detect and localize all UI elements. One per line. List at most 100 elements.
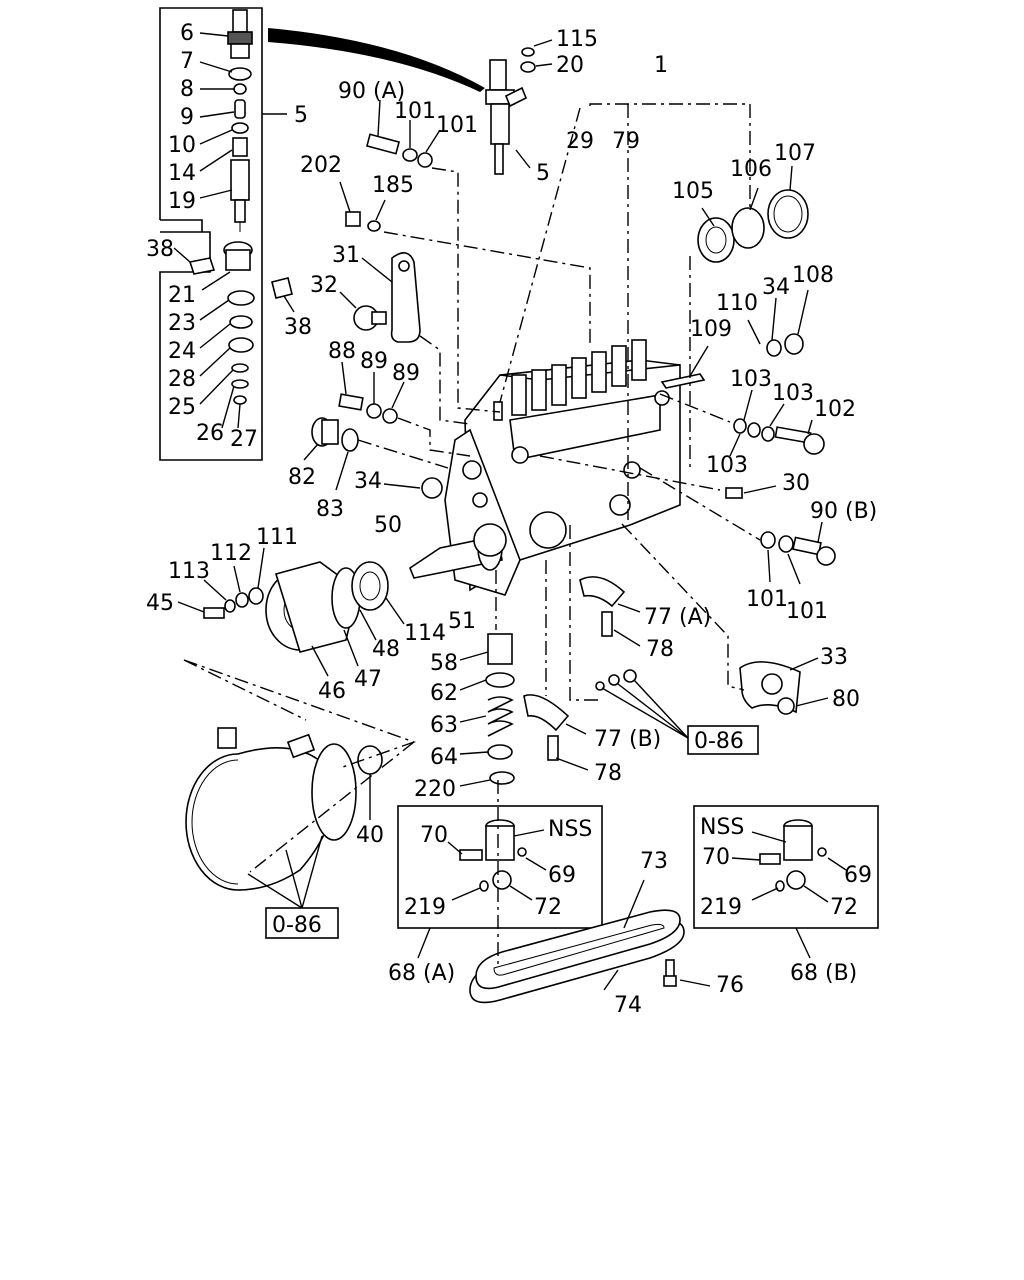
- camshaft: [409, 523, 507, 579]
- callout-labels: 6 7 8 9 10 14 19 5 38 21 23 24 28 25 26 …: [146, 21, 877, 1018]
- label-219-b: 219: [700, 895, 742, 920]
- bolt-102: [729, 389, 825, 457]
- label-68a: 68 (A): [388, 961, 455, 986]
- bolt-90b: [760, 521, 836, 585]
- label-68b: 68 (B): [790, 961, 857, 986]
- label-103-c: 103: [706, 453, 748, 478]
- label-10: 10: [168, 133, 196, 158]
- inset-68a-parts: [417, 819, 547, 959]
- bolt-202: [339, 181, 386, 232]
- coupling-46-47-48-114: [265, 561, 405, 677]
- label-21: 21: [168, 283, 196, 308]
- part-108-34-110: [747, 289, 809, 357]
- reference-label-right: 0-86: [694, 729, 744, 754]
- nozzle-parts-inset: [159, 7, 287, 461]
- label-110: 110: [716, 291, 758, 316]
- alignment-lines: [183, 103, 761, 966]
- plug-34-left: [383, 477, 443, 499]
- reference-box-0-86-left: [265, 907, 339, 939]
- tappet-stack: [459, 633, 515, 787]
- label-5-top: 5: [536, 161, 550, 186]
- label-9: 9: [180, 105, 194, 130]
- label-69-b: 69: [844, 863, 872, 888]
- label-89-a: 89: [360, 349, 388, 374]
- label-103-b: 103: [772, 381, 814, 406]
- label-6: 6: [180, 21, 194, 46]
- label-28: 28: [168, 367, 196, 392]
- label-78-a: 78: [646, 637, 674, 662]
- label-nss-b: NSS: [700, 815, 744, 840]
- label-5-inset: 5: [294, 103, 308, 128]
- bracket-38-right: [271, 277, 295, 313]
- label-20: 20: [556, 53, 584, 78]
- bolt-76: [663, 959, 711, 987]
- label-34-left: 34: [354, 469, 382, 494]
- label-51: 51: [448, 609, 476, 634]
- label-78-b: 78: [594, 761, 622, 786]
- label-69-a: 69: [548, 863, 576, 888]
- label-32: 32: [310, 273, 338, 298]
- inset-68b-box: [693, 805, 879, 929]
- label-45: 45: [146, 591, 174, 616]
- cap-82: [303, 417, 359, 491]
- label-33: 33: [820, 645, 848, 670]
- reference-label-left: 0-86: [272, 913, 322, 938]
- label-102: 102: [814, 397, 856, 422]
- label-62: 62: [430, 681, 458, 706]
- adjust-32: [339, 291, 387, 331]
- label-108: 108: [792, 263, 834, 288]
- lever-109: [660, 345, 709, 389]
- inset-68a-box: [397, 805, 603, 929]
- inset-68b-parts: [731, 819, 847, 959]
- injection-nozzle-holder: [485, 39, 553, 175]
- label-103-a: 103: [730, 367, 772, 392]
- label-89-b: 89: [392, 361, 420, 386]
- label-73: 73: [640, 849, 668, 874]
- label-74: 74: [614, 993, 642, 1018]
- label-112: 112: [210, 541, 252, 566]
- label-185: 185: [372, 173, 414, 198]
- label-64: 64: [430, 745, 458, 770]
- bolt-88: [338, 361, 405, 424]
- label-115: 115: [556, 27, 598, 52]
- gasket-cover-73-74: [469, 879, 685, 1004]
- label-72-b: 72: [830, 895, 858, 920]
- label-1: 1: [654, 53, 668, 78]
- delivery-valve-holders: [511, 339, 647, 416]
- label-nss-a: NSS: [548, 817, 592, 842]
- label-23: 23: [168, 311, 196, 336]
- label-106: 106: [730, 157, 772, 182]
- label-29: 29: [566, 129, 594, 154]
- bracket-77a: [579, 576, 641, 647]
- label-80: 80: [832, 687, 860, 712]
- label-58: 58: [430, 651, 458, 676]
- label-79: 79: [612, 129, 640, 154]
- label-7: 7: [180, 49, 194, 74]
- label-38-right: 38: [284, 315, 312, 340]
- label-14: 14: [168, 161, 196, 186]
- washer-group-0-86: [595, 669, 689, 739]
- label-219-a: 219: [404, 895, 446, 920]
- label-27: 27: [230, 427, 258, 452]
- label-77a: 77 (A): [644, 605, 711, 630]
- label-105: 105: [672, 179, 714, 204]
- label-30: 30: [782, 471, 810, 496]
- label-202: 202: [300, 153, 342, 178]
- label-46: 46: [318, 679, 346, 704]
- reference-box-0-86-right: [687, 725, 759, 755]
- label-88: 88: [328, 339, 356, 364]
- label-83: 83: [316, 497, 344, 522]
- label-70-a: 70: [420, 823, 448, 848]
- label-38-left: 38: [146, 237, 174, 262]
- label-26: 26: [196, 421, 224, 446]
- label-50: 50: [374, 513, 402, 538]
- label-47: 47: [354, 667, 382, 692]
- bolt-30: [725, 485, 777, 499]
- label-101-c: 101: [746, 587, 788, 612]
- label-220: 220: [414, 777, 456, 802]
- bracket-38-left: [173, 247, 216, 275]
- link-31: [361, 252, 421, 343]
- timer-assembly-40: [185, 727, 383, 909]
- label-77b: 77 (B): [594, 727, 661, 752]
